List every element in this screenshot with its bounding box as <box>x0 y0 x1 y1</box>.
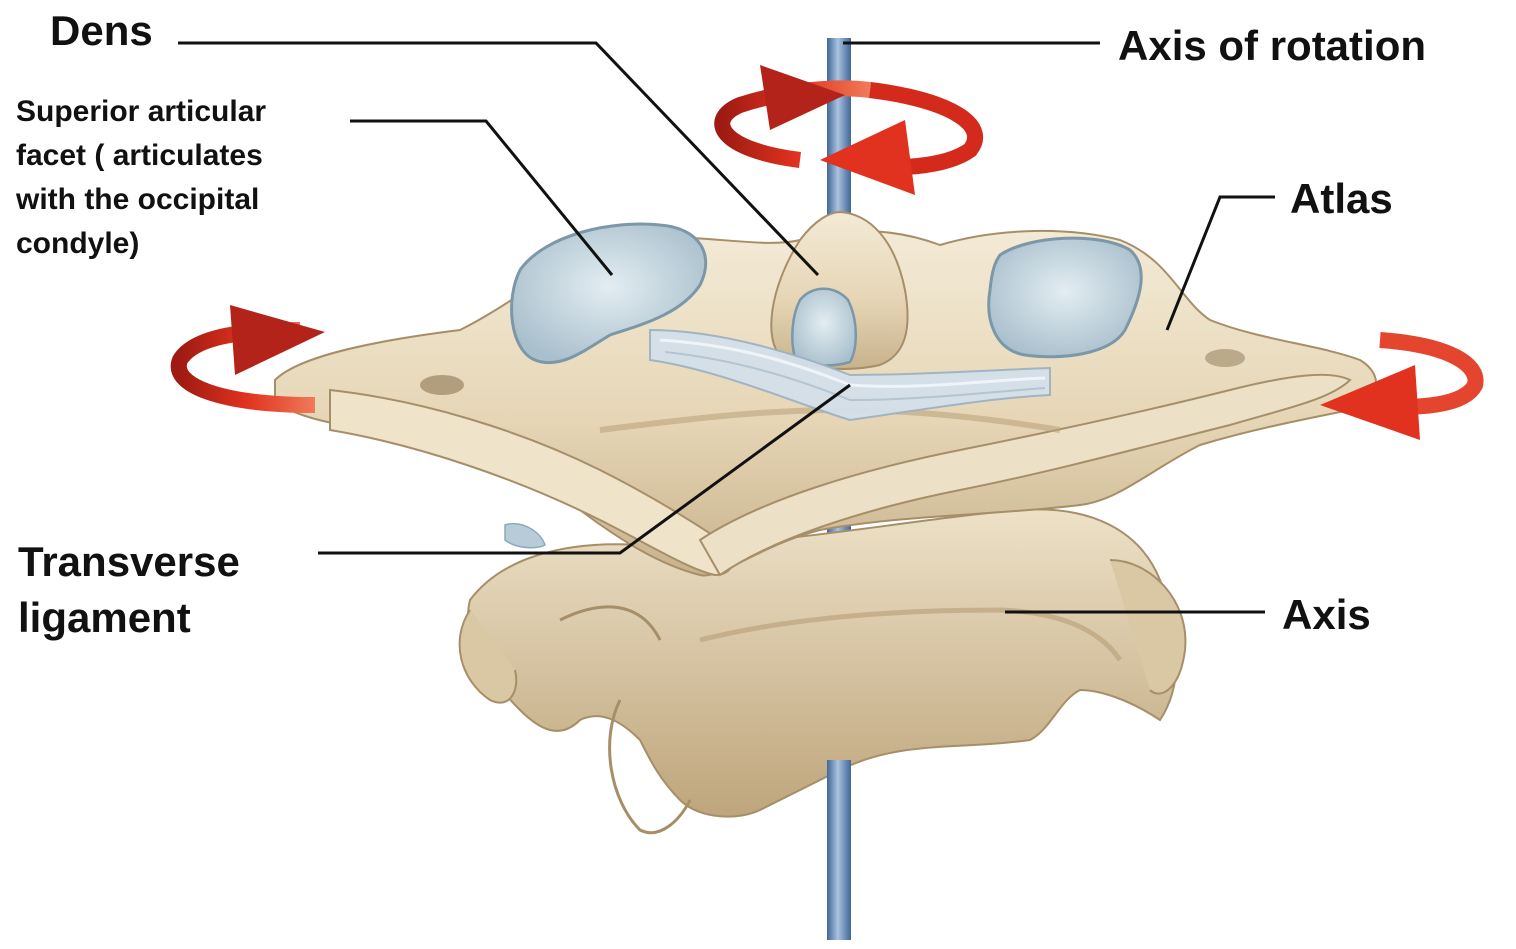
dens-label: Dens <box>50 10 153 52</box>
superior-articular-facet-label: Superior articular facet ( articulates w… <box>16 90 266 266</box>
transverse-ligament-line-1: Transverse <box>18 534 240 590</box>
rotation-rod-front <box>827 760 851 940</box>
transverse-ligament-label: Transverse ligament <box>18 534 240 646</box>
right-superior-facet <box>989 238 1141 357</box>
facet-label-line-4: condyle) <box>16 222 266 266</box>
axis-of-rotation-label: Axis of rotation <box>1118 25 1426 67</box>
facet-label-line-1: Superior articular <box>16 90 266 134</box>
axis-vertebra <box>460 509 1186 832</box>
facet-label-line-3: with the occipital <box>16 178 266 222</box>
atlas-label: Atlas <box>1290 178 1393 220</box>
axis-label: Axis <box>1282 594 1371 636</box>
transverse-ligament-line-2: ligament <box>18 590 240 646</box>
facet-label-line-2: facet ( articulates <box>16 134 266 178</box>
